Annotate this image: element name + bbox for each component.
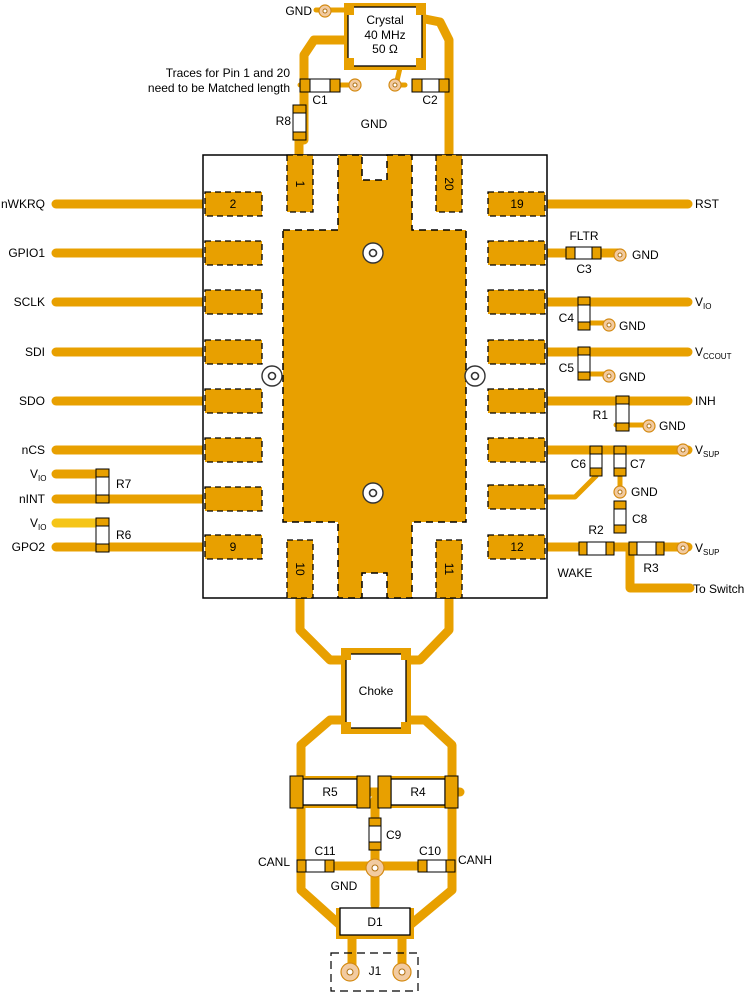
horizontal-components [296,78,665,873]
gnd-c4-label: GND [619,319,646,333]
gpio1-label: GPIO1 [8,246,45,260]
thermal-vias [261,242,486,504]
note-line1: Traces for Pin 1 and 20 [166,66,291,80]
pin-12-label: 12 [510,540,524,554]
gnd-c7-label: GND [631,485,658,499]
c5-label: C5 [559,361,575,375]
sclk-label: SCLK [14,295,45,309]
c2-label: C2 [422,93,438,107]
crystal-label-line3: 50 Ω [372,42,398,56]
left-pin-pads [204,191,263,560]
inh-label: INH [695,394,716,408]
vertical-components [95,104,630,851]
c11-label: C11 [314,844,335,858]
r6-label: R6 [116,528,132,542]
vsup-label-1: VSUP [695,443,719,459]
r3-label: R3 [643,561,659,575]
canl-label: CANL [258,855,290,869]
labels: GND Traces for Pin 1 and 20 need to be M… [1,4,744,978]
pin-9-label: 9 [230,540,237,554]
c6-label: C6 [571,457,587,471]
pin-11-label: 11 [442,563,456,576]
rst-label: RST [695,197,720,211]
gpo2-label: GPO2 [12,540,46,554]
connector-j1-outline [330,952,419,992]
wake-label: WAKE [558,566,593,580]
nwkrq-label: nWKRQ [1,197,45,211]
resistor-r4 [377,775,459,809]
r7-label: R7 [116,477,132,491]
exposed-thermal-pad [282,154,467,599]
c8-label: C8 [632,512,648,526]
r1-label: R1 [593,408,609,422]
nint-label: nINT [19,492,46,506]
r5-label: R5 [322,785,338,799]
crystal-component: Crystal 40 MHz 50 Ω [344,3,426,70]
c7-label: C7 [630,457,646,471]
gnd-r1-label: GND [659,419,686,433]
to-switch-label: To Switch [693,582,744,596]
fltr-label: FLTR [569,229,598,243]
gnd-can-label: GND [331,879,358,893]
right-pin-pads [487,191,546,560]
canh-label: CANH [458,853,492,867]
pin-1-label: 1 [293,181,307,188]
r8-label: R8 [276,114,292,128]
pin-10-label: 10 [293,562,307,576]
gnd-top-label: GND [361,117,388,131]
r4-label: R4 [410,785,426,799]
diode-d1 [336,907,414,939]
note-line2: need to be Matched length [148,81,290,95]
r2-label: R2 [588,523,604,537]
vsup-label-2: VSUP [695,541,719,557]
c1-label: C1 [312,93,328,107]
choke-label: Choke [359,684,394,698]
gnd-c3-label: GND [632,248,659,262]
gnd-c5-label: GND [619,370,646,384]
resistor-r5 [289,775,371,809]
c3-label: C3 [576,262,592,276]
gnd-crystal-label: GND [285,4,312,18]
choke-component [341,648,411,734]
vccout-label: VCCOUT [695,345,732,361]
vio-label-2: VIO [30,516,46,532]
crystal-label-line1: Crystal [366,13,403,27]
c9-label: C9 [386,828,402,842]
pin-19-label: 19 [510,197,524,211]
crystal-label-line2: 40 MHz [364,28,405,42]
j1-label: J1 [369,964,382,978]
vio-right-label: VIO [695,295,711,311]
c4-label: C4 [559,311,575,325]
top-bottom-pin-pads [286,154,463,599]
ncs-label: nCS [22,443,45,457]
pin-20-label: 20 [442,177,456,191]
d1-label: D1 [367,915,383,929]
sdi-label: SDI [25,345,45,359]
vias [318,4,690,982]
vio-label-1: VIO [30,467,46,483]
sdo-label: SDO [19,394,45,408]
pin-2-label: 2 [230,197,237,211]
c10-label: C10 [419,844,441,858]
